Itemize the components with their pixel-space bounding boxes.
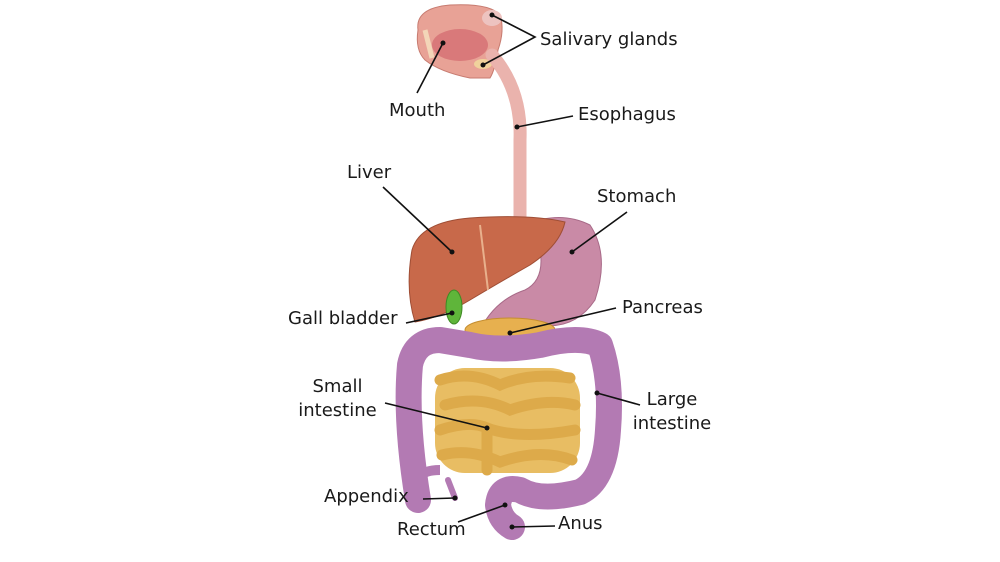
- label-large-intestine-line2: intestine: [632, 413, 712, 434]
- label-small-intestine-line1: Small: [312, 376, 363, 397]
- label-gall-bladder: Gall bladder: [288, 308, 398, 329]
- label-salivary-glands: Salivary glands: [540, 29, 678, 50]
- label-large-intestine-line1: Large: [646, 389, 698, 410]
- label-small-intestine: Small intestine: [290, 375, 385, 423]
- label-mouth: Mouth: [389, 100, 446, 121]
- label-rectum: Rectum: [397, 519, 466, 540]
- label-small-intestine-line2: intestine: [298, 400, 377, 421]
- label-stomach: Stomach: [597, 186, 677, 207]
- label-appendix: Appendix: [324, 486, 409, 507]
- leader-lines: [382, 14, 641, 528]
- label-liver: Liver: [347, 162, 392, 183]
- label-anus: Anus: [558, 513, 603, 534]
- head-cross-section: [416, 4, 503, 79]
- label-large-intestine: Large intestine: [627, 388, 717, 436]
- appendix-shape: [445, 477, 458, 501]
- salivary-gland-parotid: [482, 10, 502, 26]
- label-esophagus: Esophagus: [578, 104, 676, 125]
- gall-bladder-shape: [445, 289, 463, 325]
- large-intestine-shape: [395, 327, 622, 540]
- label-pancreas: Pancreas: [622, 297, 703, 318]
- esophagus-shape: [485, 48, 527, 227]
